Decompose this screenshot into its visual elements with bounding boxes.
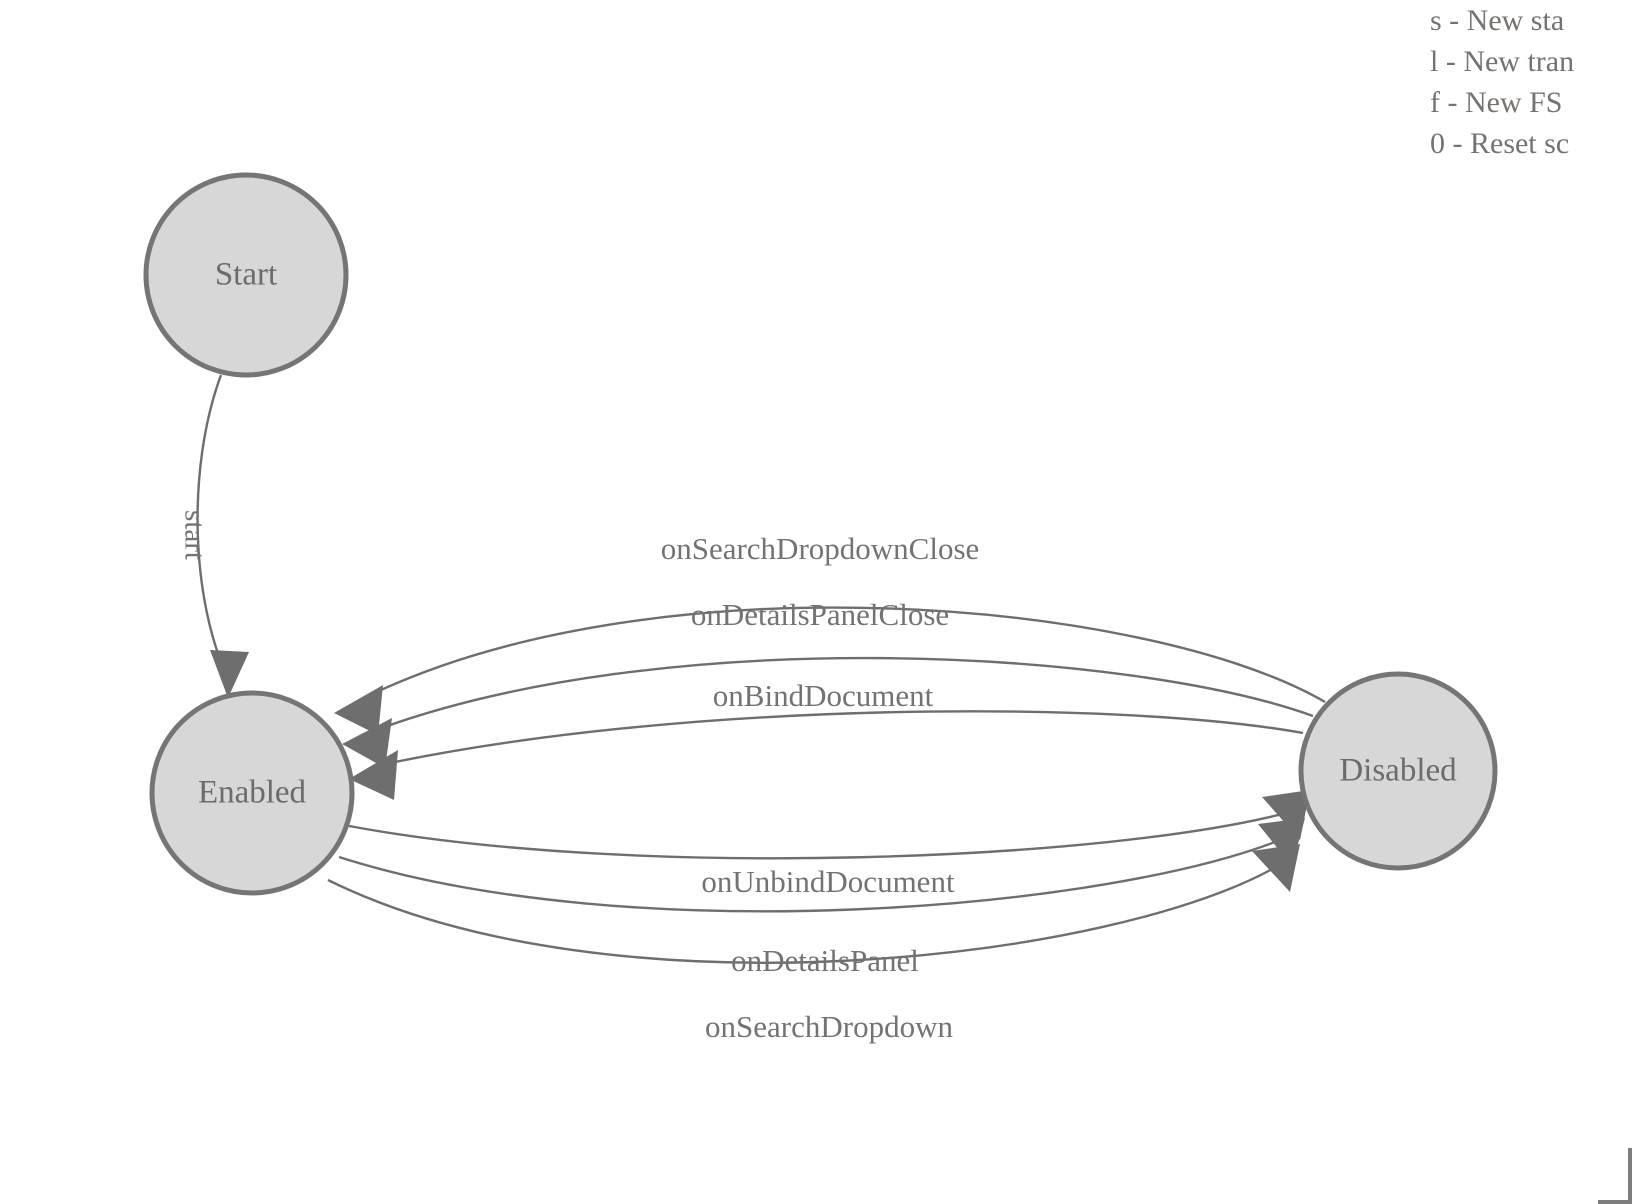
edge-label-ondetailspanel: onDetailsPanel xyxy=(731,943,919,978)
arrowhead-icon xyxy=(342,718,392,768)
edge-label-start: start xyxy=(178,510,210,560)
arrowhead-icon xyxy=(334,685,383,735)
edge-label-onbinddocument: onBindDocument xyxy=(713,678,934,713)
help-line-reset-scale: 0 - Reset sc xyxy=(1430,127,1570,160)
help-line-new-fsm: f - New FS xyxy=(1430,86,1563,119)
node-circle[interactable] xyxy=(149,690,355,896)
node-start[interactable]: Start xyxy=(143,172,349,378)
arrowhead-icon xyxy=(349,750,398,800)
edge-path[interactable] xyxy=(367,656,1314,735)
node-label-start: Start xyxy=(215,257,277,293)
node-circle[interactable] xyxy=(143,172,349,378)
edge-path[interactable] xyxy=(338,836,1286,913)
edge-label-onsearchdropdown: onSearchDropdown xyxy=(705,1009,953,1044)
arrowhead-icon xyxy=(1252,844,1300,892)
edge-disabled-to-enabled-onsearchdropdownclose[interactable] xyxy=(334,606,1326,735)
panel-corner-border xyxy=(1598,1148,1632,1204)
edge-enabled-to-disabled-onunbinddocument[interactable] xyxy=(348,790,1310,860)
node-disabled[interactable]: Disabled xyxy=(1298,671,1498,871)
edge-label-onsearchdropdownclose: onSearchDropdownClose xyxy=(661,531,980,566)
node-enabled[interactable]: Enabled xyxy=(149,690,355,896)
edge-path[interactable] xyxy=(375,710,1304,768)
node-circle[interactable] xyxy=(1298,671,1498,871)
help-line-new-transition: l - New tran xyxy=(1430,45,1575,78)
edge-label-onunbinddocument: onUnbindDocument xyxy=(701,864,955,899)
node-label-enabled: Enabled xyxy=(198,775,307,811)
edge-start-to-enabled[interactable] xyxy=(196,374,249,698)
edge-path[interactable] xyxy=(359,606,1326,704)
edge-path[interactable] xyxy=(348,810,1291,860)
edge-label-ondetailspanelclose: onDetailsPanelClose xyxy=(691,597,949,632)
arrowhead-icon xyxy=(210,650,249,698)
edge-disabled-to-enabled-ondetailspanelclose[interactable] xyxy=(342,656,1314,768)
edge-enabled-to-disabled-onsearchdropdown[interactable] xyxy=(327,844,1300,964)
help-line-new-state: s - New sta xyxy=(1430,4,1565,37)
node-label-disabled: Disabled xyxy=(1339,753,1457,789)
edge-path[interactable] xyxy=(196,374,229,677)
edge-disabled-to-enabled-onbinddocument[interactable] xyxy=(349,710,1304,800)
edge-path[interactable] xyxy=(327,862,1282,964)
help-legend: s - New sta l - New tran f - New FS 0 - … xyxy=(1430,0,1632,164)
